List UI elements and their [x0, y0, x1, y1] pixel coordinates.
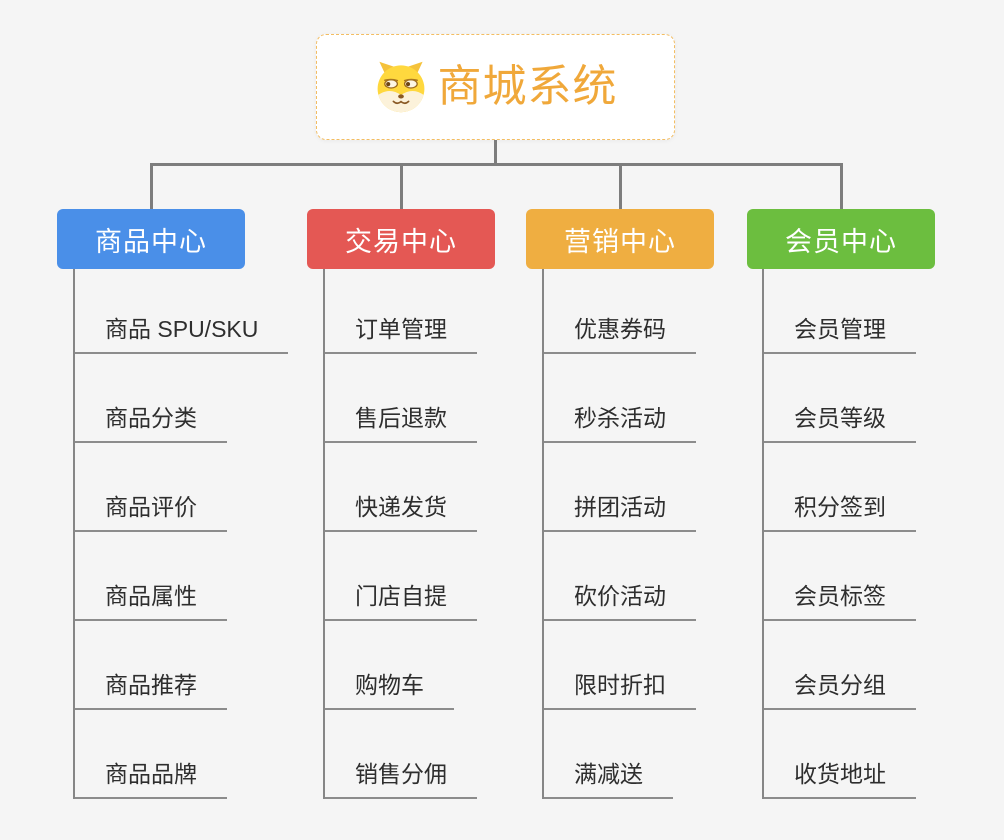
connector-drop-member: [840, 163, 843, 209]
root-node[interactable]: 商城系统: [316, 34, 675, 140]
branch-children-trade: 订单管理 售后退款 快递发货 门店自提 购物车 销售分佣: [323, 269, 477, 799]
branch-label: 营销中心: [564, 226, 676, 257]
leaf-node-sales-commission[interactable]: 销售分佣: [323, 761, 477, 799]
branch-node-trade-center[interactable]: 交易中心: [307, 209, 495, 269]
branch-node-product-center[interactable]: 商品中心: [57, 209, 245, 269]
connector-trunk: [73, 269, 75, 799]
branch-children-product: 商品 SPU/SKU 商品分类 商品评价 商品属性 商品推荐 商品品牌: [73, 269, 289, 799]
branch-node-marketing-center[interactable]: 营销中心: [526, 209, 714, 269]
leaf-node-product-category[interactable]: 商品分类: [73, 405, 227, 443]
leaf-node-shopping-cart[interactable]: 购物车: [323, 672, 454, 710]
connector-drop-trade: [400, 163, 403, 209]
leaf-node-product-attribute[interactable]: 商品属性: [73, 583, 227, 621]
leaf-node-product-brand[interactable]: 商品品牌: [73, 761, 227, 799]
leaf-node-express-delivery[interactable]: 快递发货: [323, 494, 477, 532]
leaf-node-full-reduction[interactable]: 满减送: [542, 761, 673, 799]
connector-trunk: [542, 269, 544, 799]
leaf-node-bargain-activity[interactable]: 砍价活动: [542, 583, 696, 621]
leaf-node-coupon-code[interactable]: 优惠券码: [542, 316, 696, 354]
leaf-node-member-tags[interactable]: 会员标签: [762, 583, 916, 621]
connector-trunk: [323, 269, 325, 799]
leaf-node-member-management[interactable]: 会员管理: [762, 316, 916, 354]
root-title: 商城系统: [437, 62, 618, 111]
leaf-node-after-sale-refund[interactable]: 售后退款: [323, 405, 477, 443]
connector-drop-marketing: [619, 163, 622, 209]
leaf-node-product-recommend[interactable]: 商品推荐: [73, 672, 227, 710]
leaf-node-product-spu-sku[interactable]: 商品 SPU/SKU: [73, 316, 289, 354]
connector-root-stub: [494, 140, 497, 165]
branch-label: 商品中心: [95, 226, 207, 257]
leaf-node-flash-sale[interactable]: 秒杀活动: [542, 405, 696, 443]
branch-label: 交易中心: [345, 226, 457, 257]
leaf-node-group-buy[interactable]: 拼团活动: [542, 494, 696, 532]
leaf-node-product-review[interactable]: 商品评价: [73, 494, 227, 532]
leaf-node-order-management[interactable]: 订单管理: [323, 316, 477, 354]
leaf-node-member-level[interactable]: 会员等级: [762, 405, 916, 443]
branch-children-marketing: 优惠券码 秒杀活动 拼团活动 砍价活动 限时折扣 满减送: [542, 269, 696, 799]
leaf-node-points-checkin[interactable]: 积分签到: [762, 494, 916, 532]
connector-drop-product: [150, 163, 153, 209]
connector-bus: [150, 163, 842, 166]
leaf-node-limited-time-discount[interactable]: 限时折扣: [542, 672, 696, 710]
doge-icon: [374, 60, 428, 114]
leaf-node-store-pickup[interactable]: 门店自提: [323, 583, 477, 621]
branch-children-member: 会员管理 会员等级 积分签到 会员标签 会员分组 收货地址: [762, 269, 916, 799]
leaf-node-member-groups[interactable]: 会员分组: [762, 672, 916, 710]
leaf-node-shipping-address[interactable]: 收货地址: [762, 761, 916, 799]
connector-trunk: [762, 269, 764, 799]
branch-node-member-center[interactable]: 会员中心: [747, 209, 935, 269]
branch-label: 会员中心: [785, 226, 897, 257]
